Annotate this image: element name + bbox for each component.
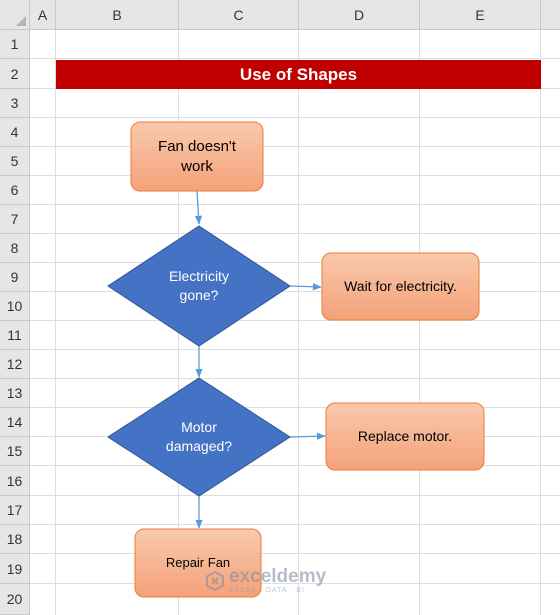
row-header-8[interactable]: 8 (0, 234, 30, 263)
row-header-19[interactable]: 19 (0, 554, 30, 584)
row-header-1[interactable]: 1 (0, 30, 30, 59)
row-header-20[interactable]: 20 (0, 584, 30, 615)
row-header-13[interactable]: 13 (0, 379, 30, 408)
row-header-11[interactable]: 11 (0, 321, 30, 350)
wait-process-shape[interactable] (321, 252, 480, 321)
exceldemy-watermark: exceldemy EXCEL · DATA · BI (205, 567, 326, 595)
column-header-d[interactable]: D (299, 0, 420, 30)
row-header-5[interactable]: 5 (0, 147, 30, 176)
row-header-6[interactable]: 6 (0, 176, 30, 205)
row-header-16[interactable]: 16 (0, 466, 30, 496)
select-all-corner[interactable] (0, 0, 30, 30)
connector-electricity-to-wait[interactable] (289, 283, 322, 291)
exceldemy-logo-icon (206, 571, 224, 591)
row-header-9[interactable]: 9 (0, 263, 30, 292)
start-process-shape[interactable] (130, 121, 264, 192)
watermark-brand: exceldemy (229, 566, 327, 587)
wait-label: Wait for electricity. (344, 278, 457, 295)
column-header-e[interactable]: E (420, 0, 541, 30)
column-header-b[interactable]: B (56, 0, 179, 30)
column-header-a[interactable]: A (30, 0, 56, 30)
row-header-4[interactable]: 4 (0, 118, 30, 147)
column-header-overflow (541, 0, 560, 30)
motor-decision-shape[interactable] (107, 377, 291, 497)
start-label: Fan doesn't work (158, 137, 236, 175)
repair-process-shape[interactable] (134, 528, 262, 598)
row-header-10[interactable]: 10 (0, 292, 30, 321)
watermark-tagline: EXCEL · DATA · BI (229, 587, 305, 594)
connector-motor-to-replace[interactable] (289, 432, 326, 440)
row-header-2[interactable]: 2 (0, 59, 30, 89)
row-header-14[interactable]: 14 (0, 408, 30, 437)
electricity-decision-shape[interactable] (107, 225, 291, 347)
replace-process-shape[interactable] (325, 402, 485, 471)
replace-label: Replace motor. (357, 428, 453, 445)
select-all-triangle-icon (16, 16, 26, 26)
row-header-7[interactable]: 7 (0, 205, 30, 234)
row-header-15[interactable]: 15 (0, 437, 30, 466)
column-header-c[interactable]: C (179, 0, 299, 30)
row-header-12[interactable]: 12 (0, 350, 30, 379)
electricity-decision-label: Electricity gone? (169, 268, 229, 303)
row-header-3[interactable]: 3 (0, 89, 30, 118)
motor-decision-label: Motor damaged? (165, 419, 233, 454)
row-header-17[interactable]: 17 (0, 496, 30, 525)
repair-label: Repair Fan (165, 555, 231, 571)
connector-start-to-electricity[interactable] (194, 190, 203, 225)
title-cell[interactable]: Use of Shapes (56, 60, 541, 89)
row-header-18[interactable]: 18 (0, 525, 30, 554)
